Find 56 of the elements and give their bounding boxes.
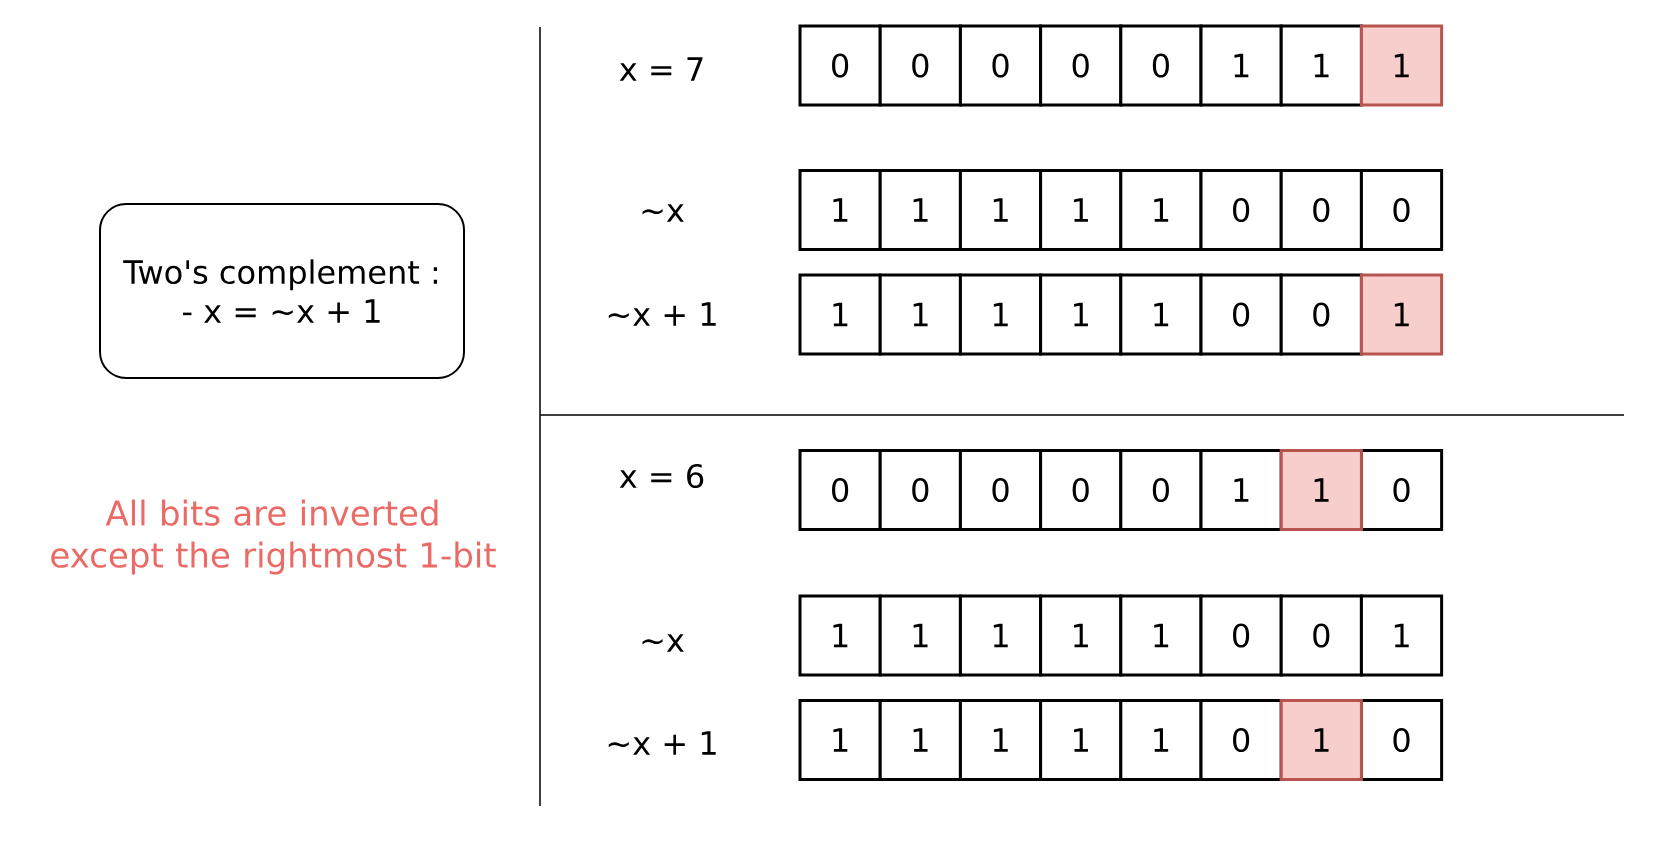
bit-cell: 0 [1199,594,1283,677]
bit-cell: 1 [958,699,1043,781]
row-label: ~x [642,204,684,222]
bit-cell: 1 [1199,449,1283,531]
bit-cell: 1 [798,273,882,356]
bit-cell: 0 [1119,449,1203,531]
bit-cell: 0 [1359,169,1444,251]
bit-cell: 0 [958,449,1043,531]
row-label: ~x [642,634,684,652]
highlighted-bit-cell: 1 [1279,449,1363,531]
row-label: ~x + 1 [608,302,716,326]
formula-box: Two's complement : - x = ~x + 1 [99,203,465,379]
bit-cell: 0 [1279,594,1363,677]
bit-cell: 1 [878,273,962,356]
bit-cell: 1 [1199,24,1283,107]
bit-cell: 0 [798,24,882,107]
note-text: All bits are inverted except the rightmost 1-bit [51,499,496,575]
highlighted-bit-cell: 1 [1359,273,1444,356]
bit-cell: 1 [1039,699,1123,781]
bit-cell: 0 [1199,699,1283,781]
bit-cell: 1 [1119,273,1203,356]
bit-cell: 0 [878,24,962,107]
bit-cell: 0 [1359,699,1444,781]
row-label: x = 6 [619,463,704,489]
bit-cell: 0 [798,449,882,531]
bit-cell: 0 [1279,273,1363,356]
bit-cell: 1 [1119,594,1203,677]
bit-cell: 1 [1119,699,1203,781]
bit-cell: 0 [1279,169,1363,251]
bit-cell: 1 [1039,169,1123,251]
bit-cell: 1 [958,594,1043,677]
highlighted-bit-cell: 1 [1279,699,1363,781]
bit-cell: 1 [798,699,882,781]
bit-cell: 1 [1039,273,1123,356]
bit-cell: 1 [1119,169,1203,251]
bit-cell: 0 [1199,169,1283,251]
bit-cell: 1 [798,169,882,251]
bit-cell: 1 [878,699,962,781]
bit-cell: 0 [1039,24,1123,107]
bit-cell: 1 [1039,594,1123,677]
bit-cell: 0 [1199,273,1283,356]
bit-cell: 0 [1359,449,1444,531]
bit-cell: 0 [878,449,962,531]
bit-cell: 0 [1039,449,1123,531]
bit-cell: 1 [878,594,962,677]
bit-cell: 1 [958,169,1043,251]
bit-cell: 0 [1119,24,1203,107]
highlighted-bit-cell: 1 [1359,24,1444,107]
bit-cell: 1 [878,169,962,251]
bit-cell: 1 [798,594,882,677]
bit-cell: 1 [958,273,1043,356]
bit-cell: 1 [1359,594,1444,677]
row-label: ~x + 1 [608,731,716,755]
bit-cell: 0 [958,24,1043,107]
row-label: x = 7 [619,57,703,81]
bit-cell: 1 [1279,24,1363,107]
